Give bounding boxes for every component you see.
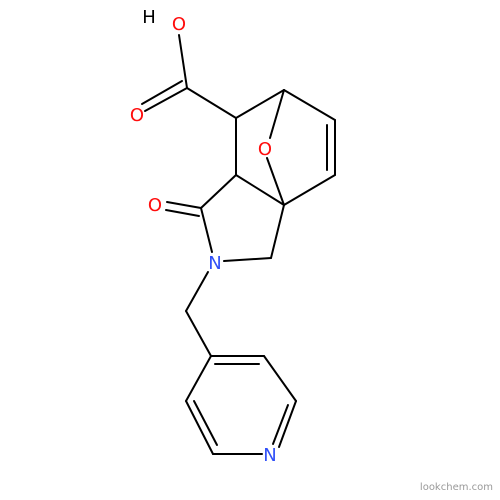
bond-c7-c1 [235, 89, 285, 119]
bond-py-c2-c3-inner [193, 400, 218, 446]
watermark-text: lookchem.com [420, 482, 493, 493]
bond-n-ch2-ring [223, 257, 272, 262]
bond-py-c6-n [278, 400, 297, 448]
bond-py-c2-c3 [185, 400, 214, 455]
atom-label-bridge-o: O [258, 139, 272, 160]
bond-acid-c-to-ring [186, 87, 237, 119]
bond-acid-co-double-1 [144, 87, 188, 112]
bond-lactam-co-double-1 [166, 201, 202, 209]
bond-carbonyl-n [200, 207, 213, 253]
bond-c1-bridge-o [269, 89, 285, 139]
atom-label-lactam-n: N [208, 253, 221, 274]
bond-c6-carbonyl [200, 174, 237, 209]
bond-c1-alkene [283, 89, 336, 121]
atom-label-acid-carbonyl-o: O [130, 105, 144, 126]
bond-py-c5-c6 [263, 355, 297, 402]
atom-label-pyridine-n: N [263, 445, 276, 466]
bond-oh [178, 34, 188, 89]
bond-ch2-bridgehead [270, 204, 285, 259]
bond-py-c4-c3 [185, 355, 212, 402]
bond-py-c6-n-inner [272, 404, 289, 445]
atom-label-hydroxyl-o: O [172, 14, 186, 35]
bond-n-ch2-benzyl [185, 271, 209, 312]
bond-ch2-pyridine [185, 310, 212, 357]
bond-alkene-bridgehead [283, 174, 336, 206]
bond-acid-co-double-2 [141, 80, 183, 105]
bond-c6-bridgehead [235, 174, 285, 206]
atom-label-hydroxyl-h: H [142, 7, 156, 28]
bond-lactam-co-double-2 [165, 209, 200, 217]
bond-bridge-o-bridgehead [266, 157, 285, 206]
atom-label-lactam-o: O [148, 195, 162, 216]
